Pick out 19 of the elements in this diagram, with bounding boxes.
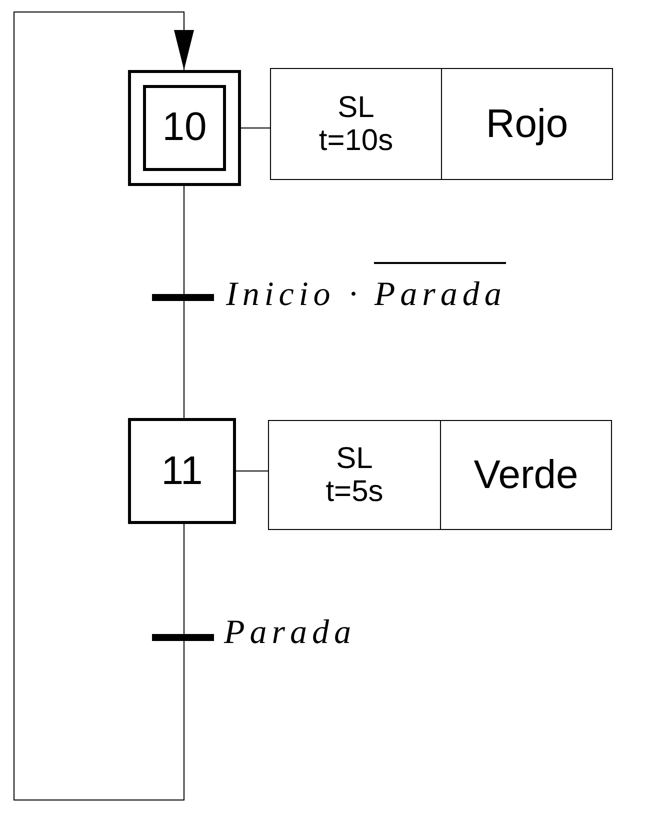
action-box: [440, 420, 612, 530]
action-text: Verde: [474, 452, 578, 498]
step-box: [128, 418, 236, 524]
transition-condition: Inicio ·: [226, 276, 362, 314]
action-qualifier-box: [268, 420, 441, 530]
transition-bar: [152, 634, 214, 641]
action-text: Rojo: [486, 102, 568, 146]
step-number: 10: [162, 105, 207, 150]
connector-line: [236, 470, 268, 472]
initial-step-box: [128, 70, 241, 186]
transition-bar: [152, 294, 214, 301]
arrow: [14, 12, 194, 800]
action-box: [441, 68, 613, 180]
action-qualifier-box: [270, 68, 442, 180]
step-number: 11: [161, 448, 203, 494]
transition-condition: Parada: [224, 614, 356, 652]
action-qualifier: SL t=5s: [326, 442, 384, 508]
transition-condition: Parada: [374, 262, 506, 314]
action-qualifier: SL t=10s: [318, 91, 394, 157]
